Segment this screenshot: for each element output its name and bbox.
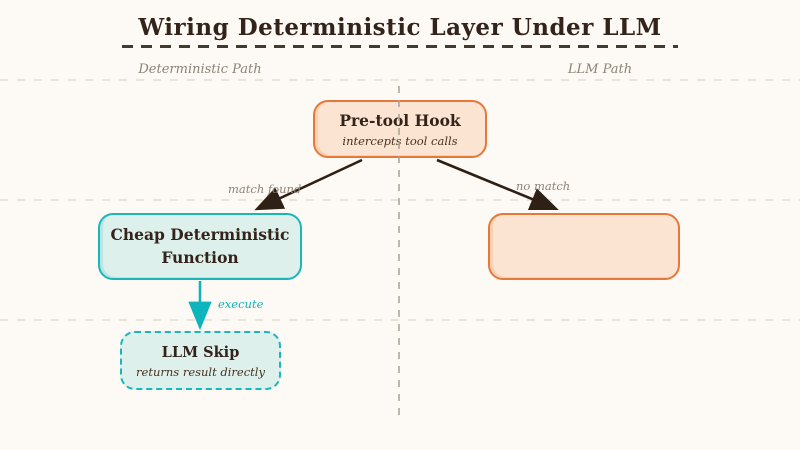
edge-label-execute: execute	[218, 297, 264, 311]
node-llm-skip-title: LLM Skip	[161, 343, 240, 361]
horizontal-gridline	[0, 319, 800, 321]
edge-label-match-found: match found	[228, 182, 302, 196]
lane-divider-dashed-line	[398, 86, 400, 416]
edge-label-no-match: no match	[516, 179, 571, 193]
node-pretool-hook[interactable]: Pre-tool Hook intercepts tool calls	[313, 100, 487, 158]
lane-label-llm-path: LLM Path	[567, 62, 633, 77]
node-llm-skip[interactable]: LLM Skip returns result directly	[120, 331, 281, 390]
horizontal-gridline	[0, 199, 800, 201]
node-pretool-hook-title: Pre-tool Hook	[339, 110, 461, 130]
lane-label-deterministic-path: Deterministic Path	[138, 62, 262, 77]
node-cheap-deterministic-function[interactable]: Cheap Deterministic Function	[98, 213, 302, 280]
horizontal-gridline	[0, 79, 800, 81]
node-pretool-hook-subtitle: intercepts tool calls	[342, 134, 458, 149]
title-underline-dashes	[122, 45, 678, 48]
node-llm-empty[interactable]	[488, 213, 680, 280]
node-cheap-function-title: Cheap Deterministic Function	[110, 225, 290, 267]
diagram-title: Wiring Deterministic Layer Under LLM	[138, 14, 662, 41]
node-llm-skip-subtitle: returns result directly	[136, 365, 265, 379]
